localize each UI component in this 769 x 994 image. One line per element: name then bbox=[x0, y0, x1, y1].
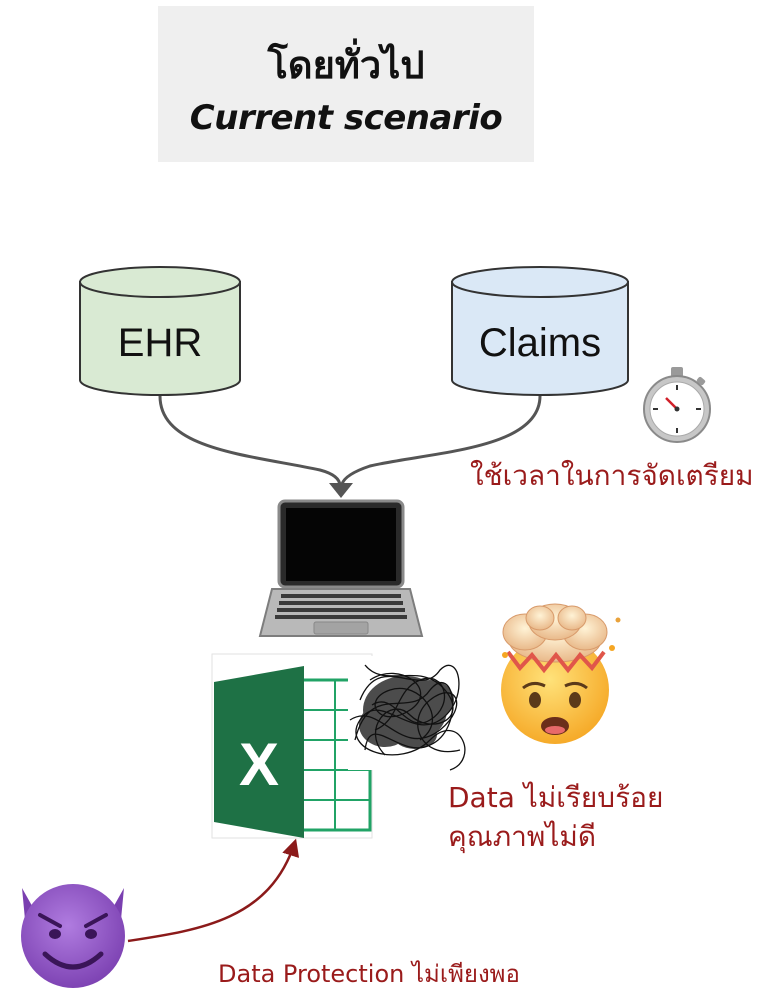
attack-arrow bbox=[127, 838, 300, 943]
svg-text:X: X bbox=[239, 731, 279, 798]
data-quality-line1: Data ไม่เรียบร้อย bbox=[448, 781, 663, 814]
prep-time-label: ใช้เวลาในการจัดเตรียม bbox=[470, 459, 754, 492]
messy-scribble bbox=[348, 656, 480, 771]
title-english: Current scenario bbox=[189, 98, 503, 138]
title-thai: โดยทั่วไป bbox=[267, 43, 425, 87]
excel-icon: X bbox=[211, 653, 373, 839]
laptop-icon bbox=[258, 499, 424, 637]
claims-database: Claims bbox=[451, 266, 629, 396]
devil-icon bbox=[21, 884, 125, 988]
exploding-head-icon bbox=[501, 603, 621, 744]
title-box: โดยทั่วไป Current scenario bbox=[158, 6, 534, 162]
data-quality-line2: คุณภาพไม่ดี bbox=[448, 820, 596, 854]
protection-label: Data Protection ไม่เพียงพอ bbox=[218, 960, 520, 988]
ehr-label: EHR bbox=[118, 321, 202, 365]
ehr-arrow bbox=[158, 395, 342, 487]
claims-arrow bbox=[340, 395, 542, 485]
ehr-database: EHR bbox=[79, 266, 241, 396]
stopwatch-icon bbox=[643, 367, 711, 443]
merge-arrowhead bbox=[329, 483, 353, 498]
claims-label: Claims bbox=[479, 321, 601, 365]
